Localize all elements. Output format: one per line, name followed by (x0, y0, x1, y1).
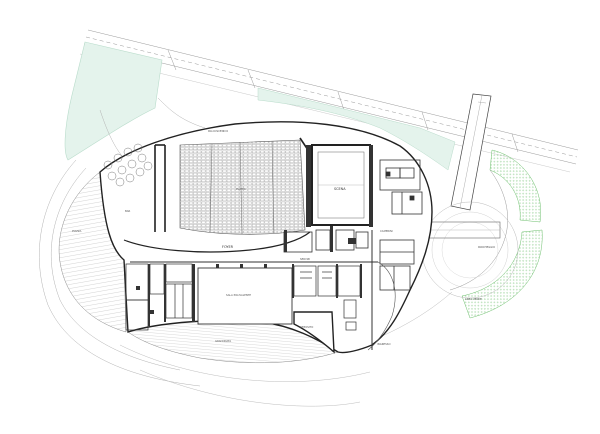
svg-text:SERVIZI: SERVIZI (300, 257, 310, 261)
svg-text:PALCOSCENICO: PALCOSCENICO (208, 129, 228, 133)
multipurpose-hall (197, 267, 293, 325)
building: FOYER SCENA PALCOSCENICO PLATEA SALA POL… (72, 121, 433, 354)
svg-text:SALA POLIVALENTE: SALA POLIVALENTE (226, 293, 251, 297)
east-landscape: PARCHEGGIO AREA VERDE (421, 149, 543, 319)
foyer-curve (123, 231, 311, 253)
svg-text:CAMERINI: CAMERINI (380, 229, 393, 233)
east-ring-inner (441, 221, 499, 279)
east-facade-glazing (367, 261, 396, 351)
svg-text:PLATEA: PLATEA (236, 187, 246, 191)
svg-text:BAR: BAR (125, 209, 131, 213)
lawn-facade (257, 87, 456, 171)
bridge-ramp (450, 93, 492, 211)
central-walls (292, 264, 362, 298)
foyer-label: FOYER (222, 245, 234, 249)
svg-text:GRADONATA: GRADONATA (215, 339, 231, 343)
stage-label: SCENA (334, 187, 346, 191)
lawn-north (64, 41, 163, 161)
south-wedge-room (293, 311, 335, 354)
tree-cluster (103, 143, 153, 187)
hall-columns (216, 264, 267, 268)
west-service-walls (136, 264, 195, 326)
svg-text:INGRESSO: INGRESSO (377, 342, 391, 346)
svg-text:DEPOSITO: DEPOSITO (300, 325, 313, 329)
east-roundabout (449, 169, 508, 291)
plaza-paths (39, 97, 206, 387)
backstage-walls (284, 226, 356, 252)
svg-text:PARCHEGGIO: PARCHEGGIO (478, 245, 495, 249)
street (79, 29, 579, 173)
site-context: PARCHEGGIO AREA VERDE (39, 29, 579, 407)
east-ring-mid (431, 211, 509, 289)
hedge-east (489, 149, 542, 223)
service-north-east (379, 159, 423, 215)
auditorium-aisles (209, 140, 275, 235)
svg-text:PIAZZA: PIAZZA (72, 229, 82, 233)
hedge-south-east (461, 229, 543, 319)
svg-text:AREA VERDE: AREA VERDE (465, 297, 482, 301)
